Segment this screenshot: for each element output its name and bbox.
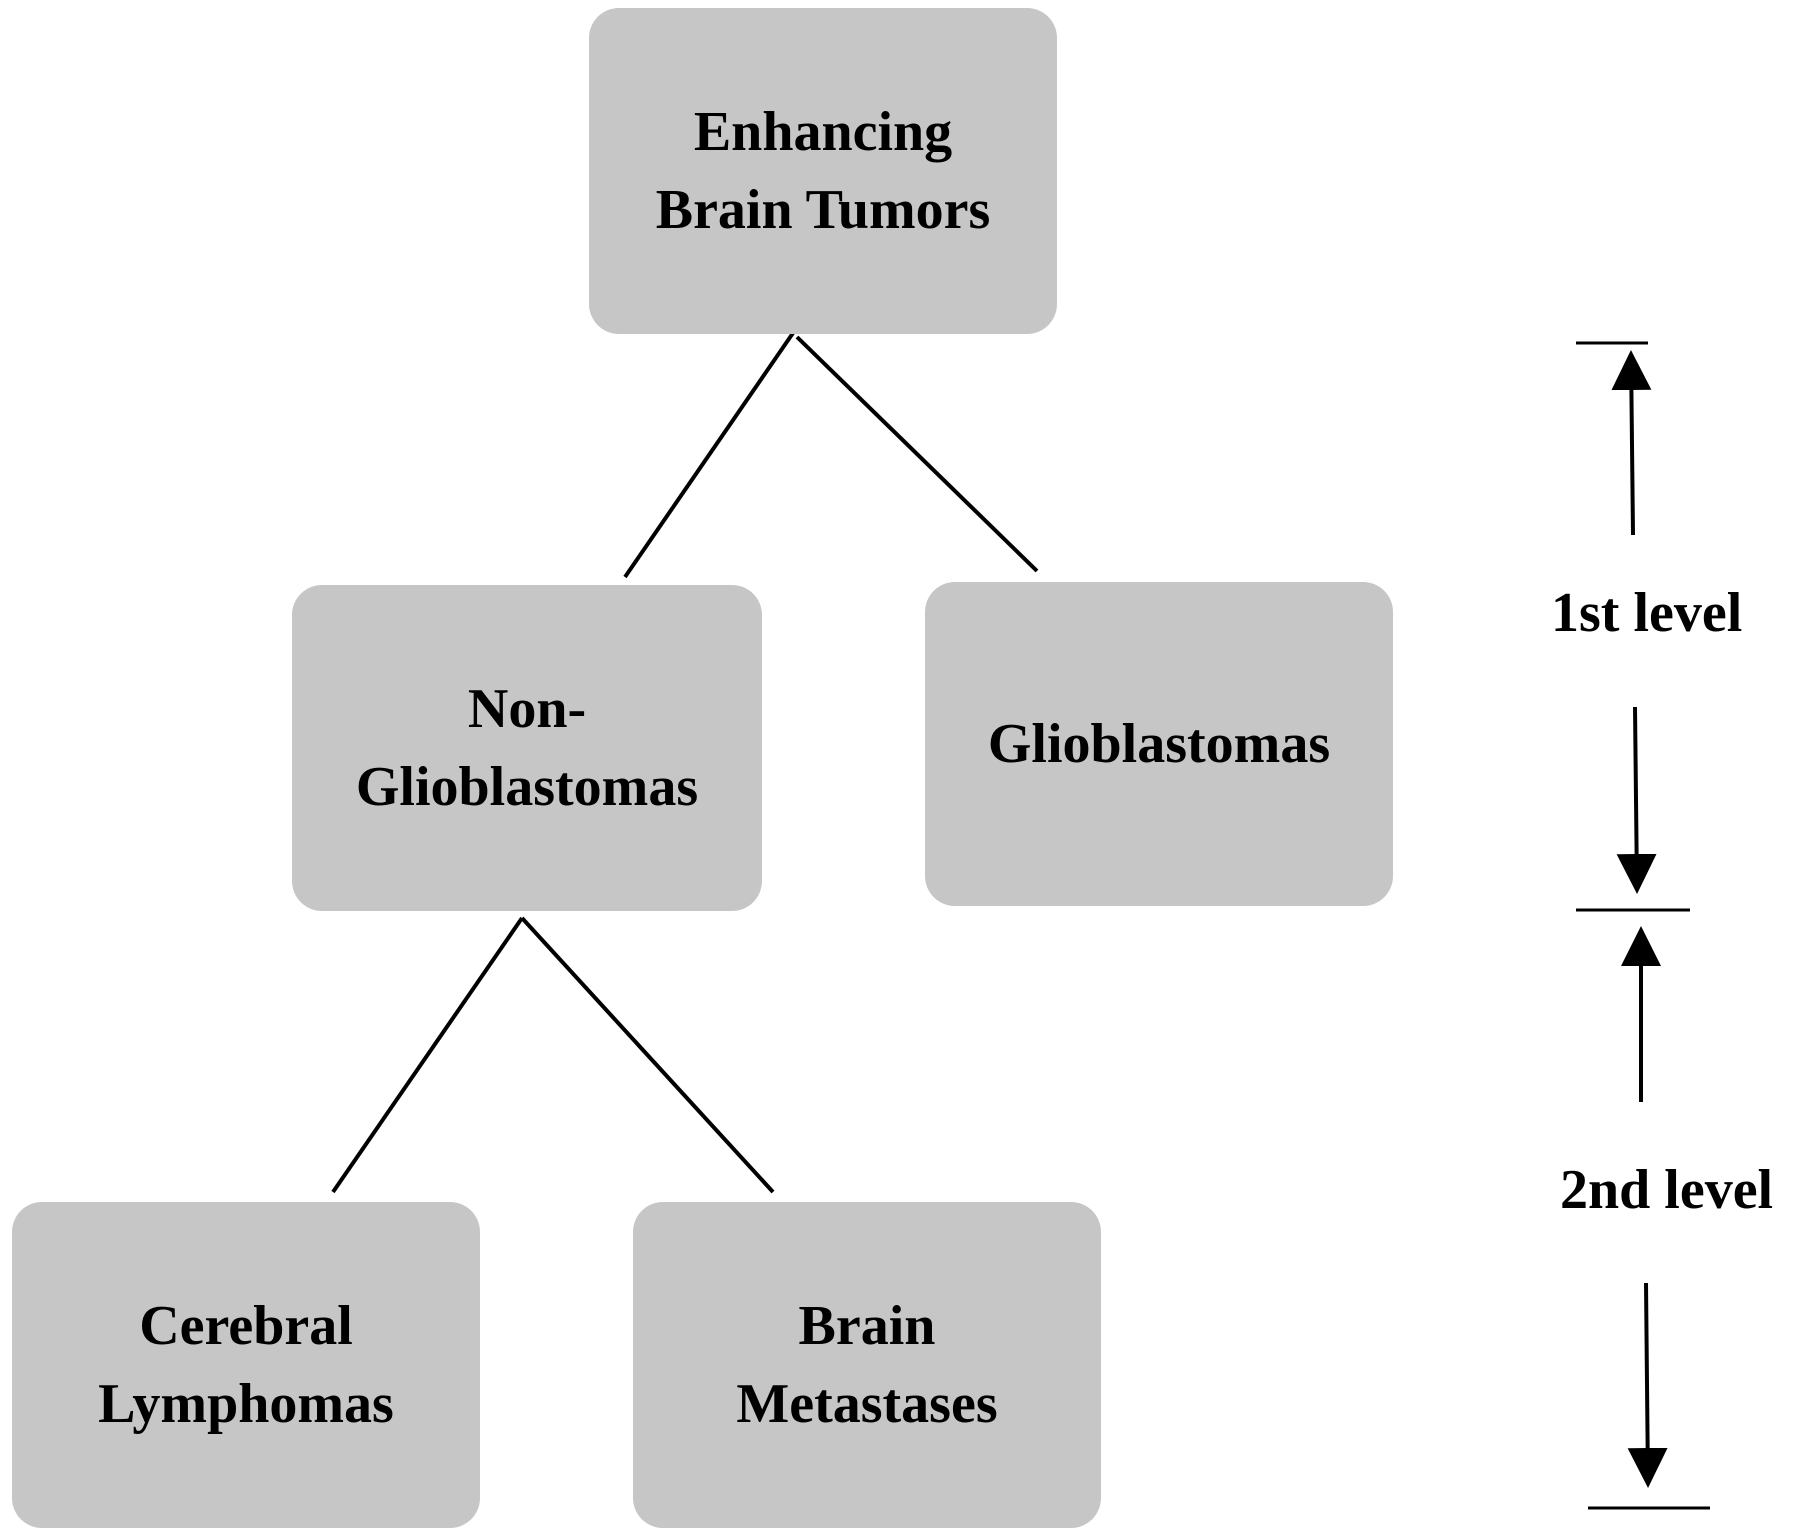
node-label-line: Brain bbox=[798, 1295, 936, 1357]
node-label-line: Glioblastomas bbox=[987, 713, 1331, 775]
level-label-first: 1st level bbox=[1551, 582, 1743, 644]
node-label-line: Non- bbox=[467, 678, 587, 740]
node-label-line: Brain Tumors bbox=[655, 179, 991, 241]
node-glioblastomas: Glioblastomas bbox=[925, 582, 1393, 906]
node-brain-metastases: Brain Metastases bbox=[633, 1202, 1101, 1528]
node-label-line: Lymphomas bbox=[98, 1373, 394, 1435]
node-enhancing-brain-tumors: Enhancing Brain Tumors bbox=[589, 8, 1057, 334]
level-label-second: 2nd level bbox=[1560, 1159, 1774, 1221]
edge-root-to-non-glioblastomas bbox=[623, 331, 795, 579]
level-1-up-arrow bbox=[1611, 350, 1652, 536]
edge-root-to-glioblastomas bbox=[795, 335, 1039, 573]
level-2-down-arrow bbox=[1627, 1282, 1668, 1488]
node-cerebral-lymphomas: Cerebral Lymphomas bbox=[12, 1202, 480, 1528]
node-label-line: Enhancing bbox=[693, 101, 953, 163]
node-non-glioblastomas: Non- Glioblastomas bbox=[292, 585, 762, 911]
level-1-down-arrow bbox=[1616, 706, 1657, 894]
node-label-line: Cerebral bbox=[139, 1295, 353, 1357]
node-label-line: Metastases bbox=[736, 1373, 998, 1435]
node-label-line: Glioblastomas bbox=[355, 756, 699, 818]
edge-non-glioblastomas-to-cerebral-lymphomas bbox=[331, 916, 524, 1194]
edge-non-glioblastomas-to-brain-metastases bbox=[520, 916, 775, 1194]
